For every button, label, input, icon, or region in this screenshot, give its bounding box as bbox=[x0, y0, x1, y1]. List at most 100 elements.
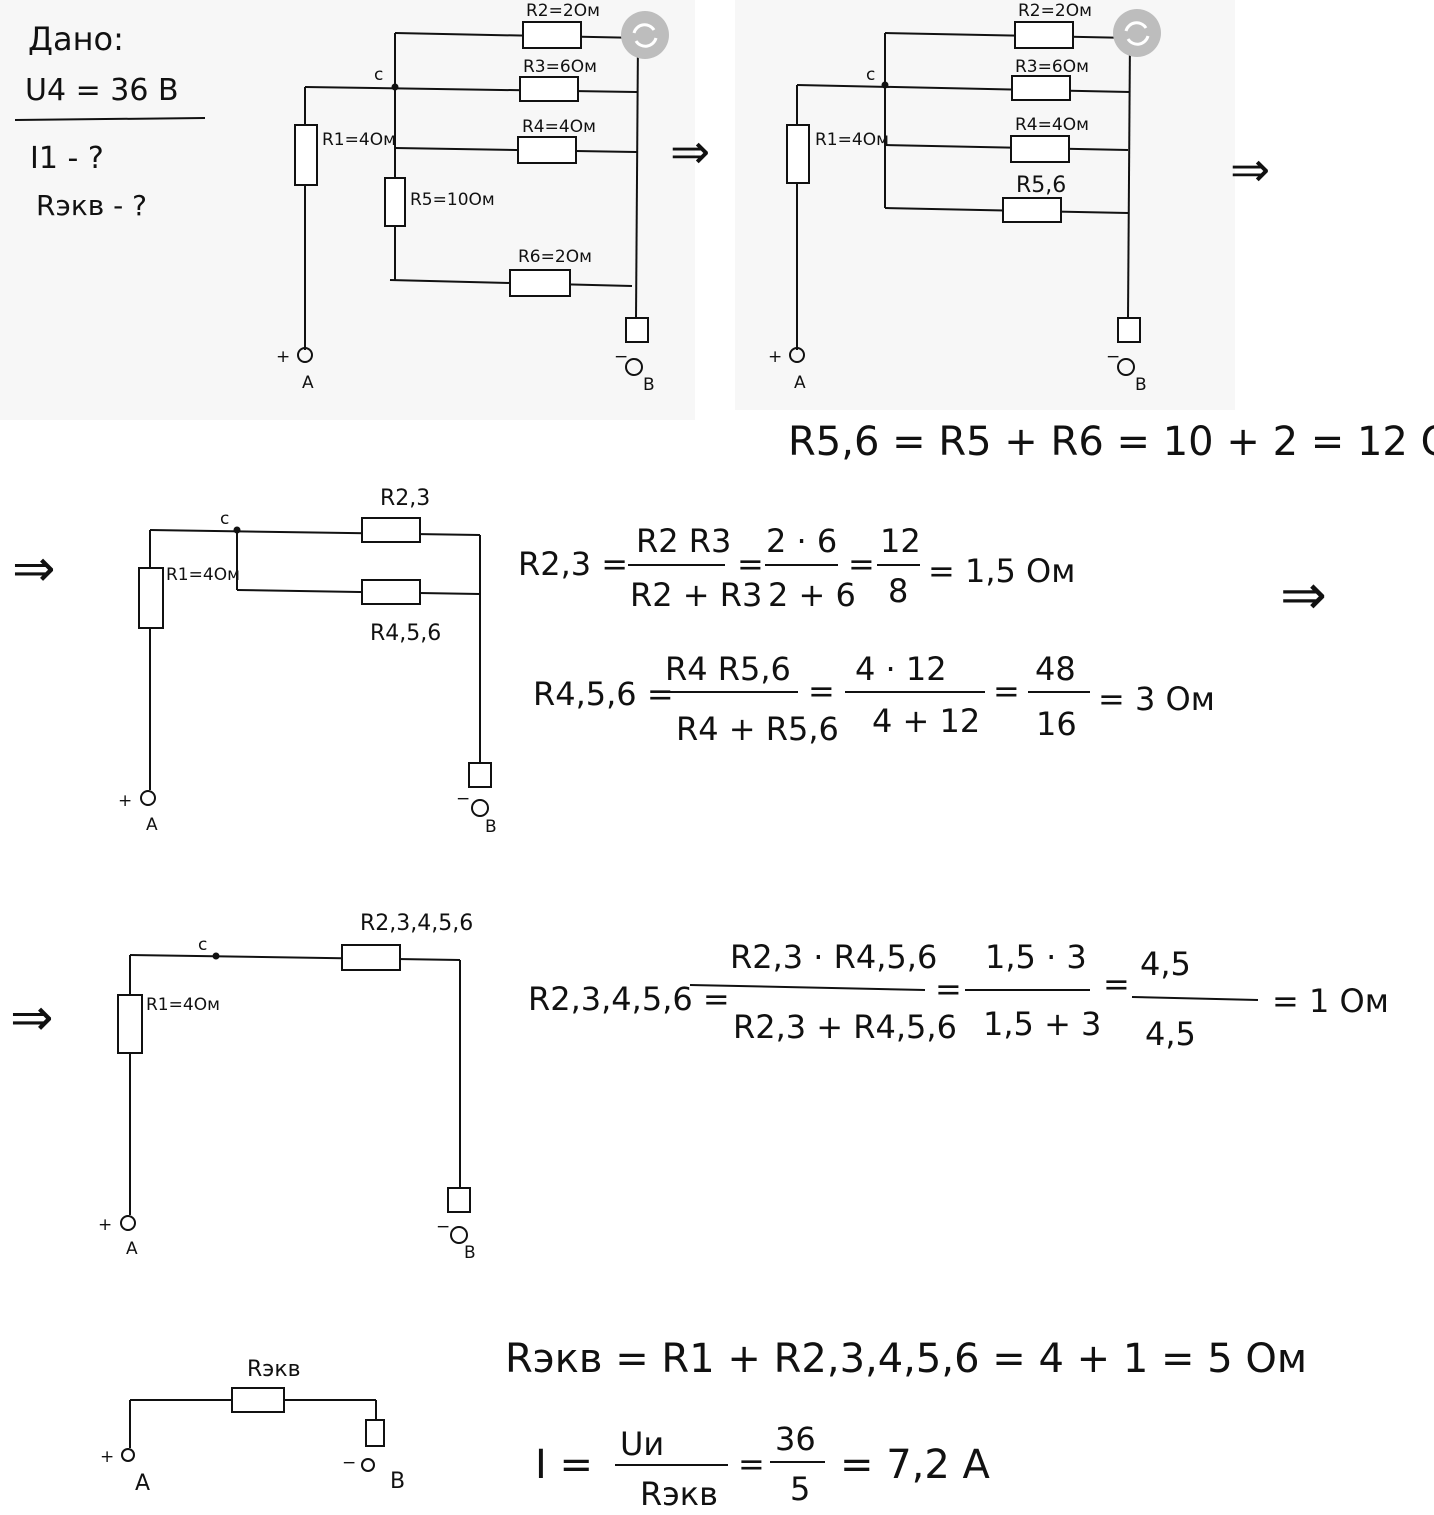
f23456-num3: 4,5 bbox=[1140, 945, 1191, 983]
f456-den: R4 + R5,6 bbox=[676, 710, 839, 748]
formula-r456: R4,5,6 = R4 R5,6 R4 + R5,6 = 4 · 12 4 + … bbox=[533, 650, 1215, 748]
svg-text:=: = bbox=[1103, 965, 1130, 1003]
node-c-label: c bbox=[374, 65, 383, 85]
resistor-r1 bbox=[117, 994, 143, 1054]
f456-res: = 3 Ом bbox=[1098, 680, 1215, 718]
label-r4: R4=4Ом bbox=[1015, 115, 1089, 135]
fi-num2: 36 bbox=[775, 1420, 816, 1458]
given-heading: Дано: bbox=[28, 20, 124, 58]
resistor-r56 bbox=[1002, 197, 1062, 223]
f23456-den2: 1,5 + 3 bbox=[983, 1005, 1101, 1043]
svg-text:=: = bbox=[848, 545, 875, 583]
formula-r23: R2,3 = R2 R3 R2 + R3 = 2 · 6 2 + 6 = 12 … bbox=[518, 522, 1075, 614]
resistor-r456 bbox=[361, 579, 421, 605]
f23-den2: 2 + 6 bbox=[768, 576, 856, 614]
resistor-r6 bbox=[509, 269, 571, 297]
formula-r56: R5,6 = R5 + R6 = 10 + 2 = 12 Ом bbox=[788, 419, 1434, 465]
formula-current: I = Uи Rэкв = 36 5 = 7,2 A bbox=[535, 1420, 991, 1513]
circuit-3: c R1=4Ом R2,3 R4,5,6 + A − B bbox=[118, 486, 497, 837]
resistor-r2 bbox=[522, 21, 582, 49]
refresh-icon[interactable] bbox=[621, 11, 669, 59]
fuse-b bbox=[1117, 317, 1141, 343]
label-r56: R5,6 bbox=[1016, 173, 1066, 198]
minus-sign: − bbox=[1106, 347, 1120, 367]
node-c-dot bbox=[391, 83, 399, 91]
resistor-r4 bbox=[517, 136, 577, 164]
svg-text:=: = bbox=[935, 970, 962, 1008]
resistor-r4 bbox=[1010, 135, 1070, 163]
svg-text:=: = bbox=[808, 672, 835, 710]
label-r1: R1=4Ом bbox=[146, 995, 220, 1015]
label-r5: R5=10Ом bbox=[410, 190, 495, 210]
given-divider bbox=[14, 117, 206, 121]
find-current: I1 - ? bbox=[30, 141, 104, 176]
terminal-a-label: A bbox=[794, 373, 806, 393]
f456-den3: 16 bbox=[1036, 705, 1077, 743]
given-voltage: U4 = 36 B bbox=[25, 73, 179, 108]
fi-den: Rэкв bbox=[640, 1475, 718, 1513]
f23-num3: 12 bbox=[880, 522, 921, 560]
arrow-right-2: ⇒ bbox=[1230, 142, 1270, 198]
resistor-r23456 bbox=[341, 944, 401, 971]
find-resistance: Rэкв - ? bbox=[36, 189, 147, 222]
f23456-den3: 4,5 bbox=[1145, 1015, 1196, 1053]
fuse-b bbox=[365, 1419, 385, 1447]
label-r1: R1=4Ом bbox=[166, 565, 240, 585]
formula-req: Rэкв = R1 + R2,3,4,5,6 = 4 + 1 = 5 Ом bbox=[505, 1336, 1307, 1382]
terminal-a-symbol bbox=[297, 347, 313, 363]
arrow-right-1: ⇒ bbox=[670, 124, 710, 180]
resistor-r1 bbox=[786, 124, 810, 184]
f456-num3: 48 bbox=[1035, 650, 1076, 688]
resistor-r5 bbox=[384, 177, 406, 227]
node-c-label: c bbox=[220, 509, 229, 529]
plus-sign: + bbox=[118, 791, 132, 811]
f23456-num: R2,3 · R4,5,6 bbox=[730, 938, 937, 976]
fi-den2: 5 bbox=[790, 1470, 810, 1508]
label-r23: R2,3 bbox=[380, 486, 430, 511]
svg-text:=: = bbox=[738, 1445, 765, 1483]
label-r23456: R2,3,4,5,6 bbox=[360, 911, 473, 936]
label-r456: R4,5,6 bbox=[370, 621, 441, 646]
f23-den: R2 + R3 bbox=[630, 576, 762, 614]
plus-sign: + bbox=[98, 1215, 112, 1235]
plus-sign: + bbox=[768, 347, 782, 367]
terminal-a-label: A bbox=[135, 1471, 150, 1496]
circuit-2: c R1=4Ом R2=2Ом R3=6Ом R4=4Ом R5,6 + A −… bbox=[768, 1, 1147, 395]
label-r3: R3=6Ом bbox=[1015, 57, 1089, 77]
label-r3: R3=6Ом bbox=[523, 57, 597, 77]
minus-sign: − bbox=[456, 789, 470, 809]
f23-num2: 2 · 6 bbox=[766, 522, 837, 560]
terminal-b-label: B bbox=[485, 817, 497, 837]
arrow-right-4: ⇒ bbox=[1280, 563, 1327, 628]
fi-res: = 7,2 A bbox=[840, 1442, 991, 1488]
terminal-b-label: B bbox=[464, 1243, 476, 1263]
minus-sign: − bbox=[614, 347, 628, 367]
minus-sign: − bbox=[436, 1217, 450, 1237]
fuse-b bbox=[625, 317, 649, 343]
f456-num: R4 R5,6 bbox=[665, 650, 791, 688]
node-c-label: c bbox=[866, 65, 875, 85]
svg-text:=: = bbox=[993, 672, 1020, 710]
terminal-b-label: B bbox=[390, 1469, 405, 1494]
refresh-icon[interactable] bbox=[1113, 9, 1161, 57]
scan-panel-top-right bbox=[735, 0, 1235, 410]
circuit-1: c R1=4Ом R2=2Ом R3=6Ом R4=4Ом R5=10Ом R6… bbox=[276, 1, 655, 395]
resistor-r1 bbox=[138, 567, 164, 629]
f456-lhs: R4,5,6 = bbox=[533, 675, 674, 713]
label-req: Rэкв bbox=[247, 1357, 301, 1382]
formula-r23456: R2,3,4,5,6 = R2,3 · R4,5,6 R2,3 + R4,5,6… bbox=[528, 938, 1389, 1053]
f456-num2: 4 · 12 bbox=[855, 650, 947, 688]
terminal-b-label: B bbox=[643, 375, 655, 395]
fuse-b bbox=[468, 762, 492, 788]
minus-sign: − bbox=[342, 1453, 356, 1473]
f23456-res: = 1 Ом bbox=[1272, 982, 1389, 1020]
terminal-a-label: A bbox=[302, 373, 314, 393]
f23-num: R2 R3 bbox=[636, 522, 731, 560]
f23-lhs: R2,3 = bbox=[518, 545, 628, 583]
f23456-den: R2,3 + R4,5,6 bbox=[733, 1008, 957, 1046]
terminal-b-label: B bbox=[1135, 375, 1147, 395]
resistor-r2 bbox=[1014, 21, 1074, 49]
resistor-r23 bbox=[361, 517, 421, 543]
plus-sign: + bbox=[276, 347, 290, 367]
